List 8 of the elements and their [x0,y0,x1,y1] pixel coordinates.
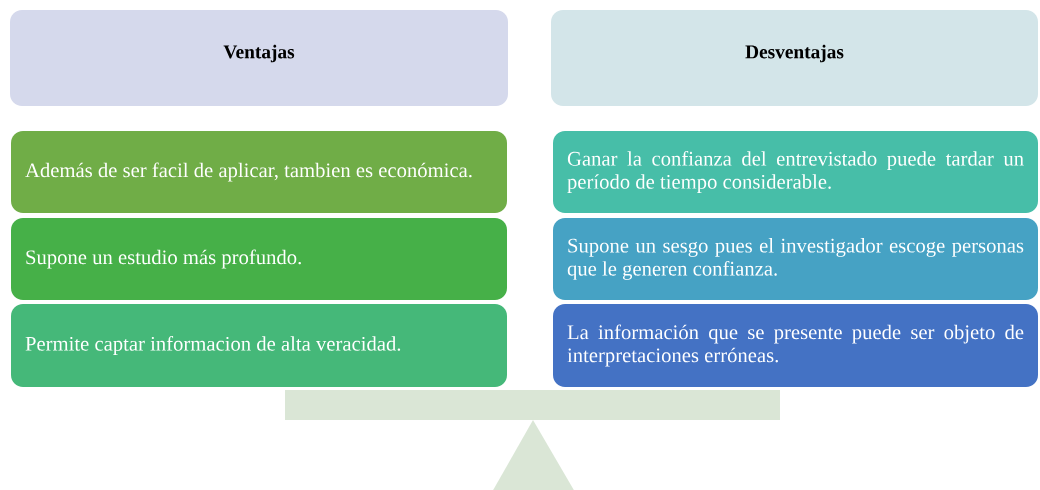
item-box: La información que se presente puede ser objeto de interpretaciones erróneas. [553,304,1038,387]
item-box: Además de ser facil de aplicar, tambien es económica. [11,131,507,213]
item-box: Supone un estudio más profundo. [11,218,507,300]
item-box: Permite captar informacion de alta veracidad. [11,304,507,387]
item-box: Ganar la confianza del entrevistado puede tardar un período de tiempo considerable. [553,131,1038,213]
header-box: Desventajas [551,10,1038,106]
header-box: Ventajas [10,10,508,106]
item-box: Supone un sesgo pues el investigador escoge personas que le generen confianza. [553,218,1038,300]
